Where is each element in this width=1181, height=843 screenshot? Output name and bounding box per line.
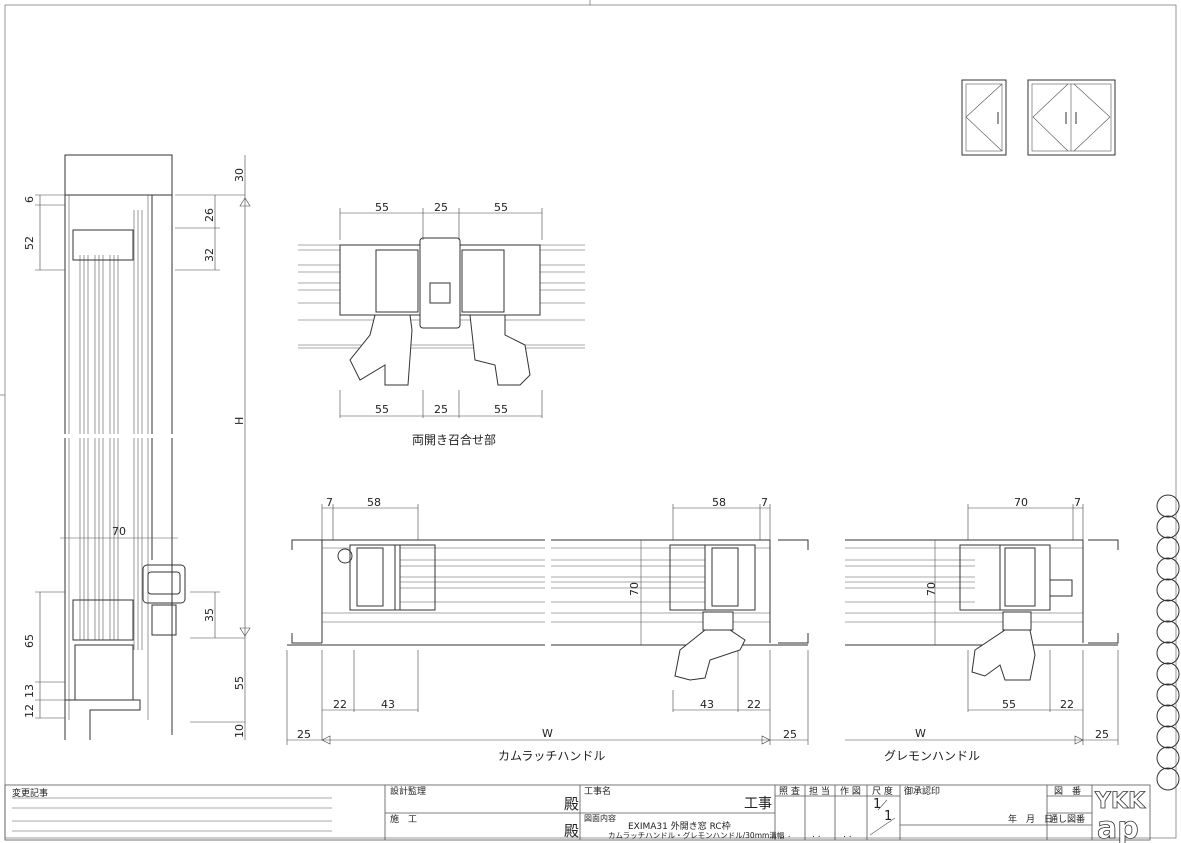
drawing-content-label: 図面内容 — [584, 813, 616, 823]
scale-numerator: 1 — [873, 797, 881, 812]
design-supervision-label: 設計監理 — [390, 785, 426, 797]
dim-7: 7 — [326, 496, 333, 509]
dim-25: 25 — [783, 728, 797, 741]
dim-58: 58 — [367, 496, 381, 509]
dim-70: 70 — [112, 525, 126, 538]
dim-H: H — [233, 417, 246, 425]
dim-30: 30 — [233, 168, 246, 182]
in-charge-label: 担 当 — [809, 785, 830, 797]
handle-icon — [142, 564, 186, 604]
gremon-handle-icon — [971, 629, 1036, 681]
honorific: 殿 — [564, 795, 579, 813]
dim-43: 43 — [381, 698, 395, 711]
drawing-content-line2: カムラッチハンドル・グレモンハンドル/30mm溝幅 — [608, 830, 785, 840]
date-label: 年 月 日 — [1008, 813, 1053, 825]
drawing-no-label: 図 番 — [1054, 785, 1081, 797]
logo-ykk: YKK — [1094, 789, 1146, 814]
project-name-label: 工事名 — [584, 785, 611, 797]
cam-latch-caption: カムラッチハンドル — [498, 749, 605, 763]
logo-ap: ap — [1097, 811, 1139, 843]
dim-55: 55 — [375, 403, 389, 416]
dim-52: 52 — [23, 236, 36, 250]
construction-label: 施 工 — [390, 813, 417, 825]
drawing-content-line1: EXIMA31 外開き窓 RC枠 — [628, 820, 731, 832]
dim-25: 25 — [434, 201, 448, 214]
scale-label: 尺 度 — [872, 785, 893, 797]
dim-43: 43 — [700, 698, 714, 711]
dim-58: 58 — [712, 496, 726, 509]
revision-circles — [1156, 494, 1180, 791]
vertical-section — [60, 154, 186, 740]
dim-32: 32 — [203, 248, 216, 262]
dim-22: 22 — [747, 698, 761, 711]
serial-drawing-no-label: 通し図番 — [1049, 813, 1085, 825]
scale-denominator: 1 — [884, 809, 892, 824]
dim-25: 25 — [434, 403, 448, 416]
ykk-ap-logo: YKK ap — [1094, 789, 1147, 843]
cam-latch-detail — [287, 530, 809, 681]
approval-seal-label: 御承認印 — [904, 785, 940, 797]
dim-7: 7 — [761, 496, 768, 509]
check-label: 照 査 — [779, 785, 800, 797]
meeting-detail-caption: 両開き召合せ部 — [412, 432, 496, 447]
dim-35: 35 — [203, 608, 216, 622]
dim-10: 10 — [233, 724, 246, 738]
title-block — [4, 784, 1151, 841]
single-casement-icon — [961, 79, 1007, 156]
change-record-label: 変更記事 — [12, 787, 48, 799]
dim-55: 55 — [233, 676, 246, 690]
dim-55: 55 — [375, 201, 389, 214]
gremon-caption: グレモンハンドル — [884, 749, 980, 763]
double-casement-icon — [1027, 79, 1116, 156]
dim-W: W — [542, 727, 553, 740]
dim-55: 55 — [494, 403, 508, 416]
dim-13: 13 — [23, 684, 36, 698]
check-dots: . . — [782, 830, 791, 840]
dim-12: 12 — [23, 704, 36, 718]
dim-65: 65 — [23, 634, 36, 648]
dim-22: 22 — [1060, 698, 1074, 711]
dim-22: 22 — [333, 698, 347, 711]
dim-25: 25 — [1095, 728, 1109, 741]
dim-7: 7 — [1074, 496, 1081, 509]
right-handle-icon — [469, 314, 531, 386]
sheet-border — [4, 4, 1177, 839]
dim-70: 70 — [1014, 496, 1028, 509]
honorific: 殿 — [564, 822, 579, 840]
dim-W: W — [915, 727, 926, 740]
dim-70: 70 — [925, 582, 938, 596]
meeting-stile-detail — [298, 237, 585, 386]
dim-70: 70 — [628, 582, 641, 596]
drafting-dots: . . — [843, 830, 852, 840]
dim-25: 25 — [297, 728, 311, 741]
cam-handle-icon — [674, 629, 746, 681]
left-handle-icon — [349, 314, 413, 386]
dim-55: 55 — [1002, 698, 1016, 711]
dim-55: 55 — [494, 201, 508, 214]
drafting-label: 作 図 — [840, 785, 861, 797]
in-charge-dots: . . — [812, 830, 821, 840]
gremon-detail — [845, 539, 1119, 681]
dim-6: 6 — [23, 196, 36, 203]
dim-26: 26 — [203, 208, 216, 222]
project-suffix: 工事 — [744, 796, 772, 812]
